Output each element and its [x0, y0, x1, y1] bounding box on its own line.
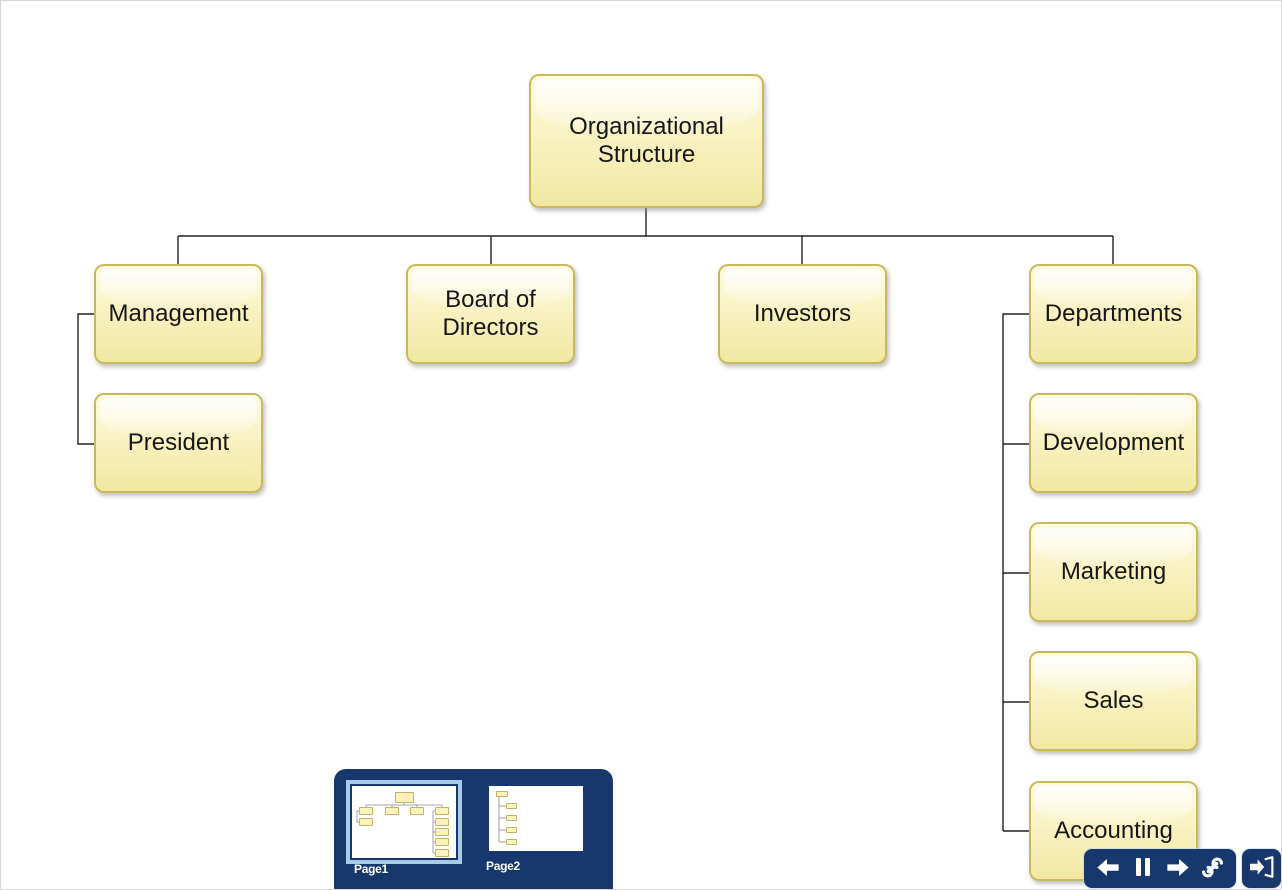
mini-node [385, 807, 399, 815]
slideshow-toolbar [1084, 849, 1236, 888]
org-node-label: Accounting [1054, 817, 1173, 845]
mini-node [496, 791, 508, 797]
mini-node [435, 807, 449, 815]
org-node-label: Development [1042, 429, 1185, 457]
org-node-label: Investors [753, 300, 852, 328]
org-node-board-of-directors: Board of Directors [406, 264, 575, 364]
exit-icon [1249, 856, 1274, 881]
org-node-label: Marketing [1060, 558, 1167, 586]
org-node-president: President [94, 393, 263, 493]
mini-node [395, 792, 414, 803]
org-node-development: Development [1029, 393, 1198, 493]
mini-node [506, 839, 517, 845]
left-arrow-icon [1096, 858, 1119, 879]
mini-connectors [498, 797, 506, 843]
org-node-marketing: Marketing [1029, 522, 1198, 622]
org-node-departments: Departments [1029, 264, 1198, 364]
wrench-icon [1202, 857, 1223, 881]
mini-node [435, 838, 449, 846]
page1-preview [352, 786, 456, 858]
org-node-label: President [127, 429, 230, 457]
mini-node [435, 828, 449, 836]
org-node-investors: Investors [718, 264, 887, 364]
mini-node [506, 827, 517, 833]
settings-button[interactable] [1198, 854, 1228, 884]
org-node-management: Management [94, 264, 263, 364]
page-navigator-panel: Page1 Page2 [334, 769, 613, 889]
org-node-label: Departments [1044, 300, 1183, 328]
mini-node [506, 815, 517, 821]
org-node-label: Sales [1083, 687, 1144, 715]
pause-icon [1135, 858, 1151, 879]
mini-node [506, 803, 517, 809]
org-node-label: Board of Directors [442, 286, 539, 341]
org-node-sales: Sales [1029, 651, 1198, 751]
mini-node [410, 807, 424, 815]
mini-node [359, 818, 373, 826]
mini-node [359, 807, 373, 815]
right-arrow-icon [1166, 858, 1189, 879]
page1-label[interactable]: Page1 [354, 862, 388, 876]
exit-presentation-button[interactable] [1242, 849, 1281, 888]
page-thumbnail-page2[interactable] [489, 786, 583, 851]
mini-node [435, 818, 449, 826]
mini-connectors [356, 803, 443, 854]
page2-label[interactable]: Page2 [486, 859, 520, 873]
mini-node [435, 849, 449, 857]
pause-button[interactable] [1128, 854, 1158, 884]
previous-page-button[interactable] [1093, 854, 1123, 884]
page2-preview [489, 786, 583, 851]
page-thumbnail-page1[interactable] [346, 780, 462, 864]
next-page-button[interactable] [1163, 854, 1193, 884]
org-node-label: Management [108, 300, 249, 328]
org-node-organizational-structure: Organizational Structure [529, 74, 764, 208]
org-node-label: Organizational Structure [569, 113, 724, 168]
